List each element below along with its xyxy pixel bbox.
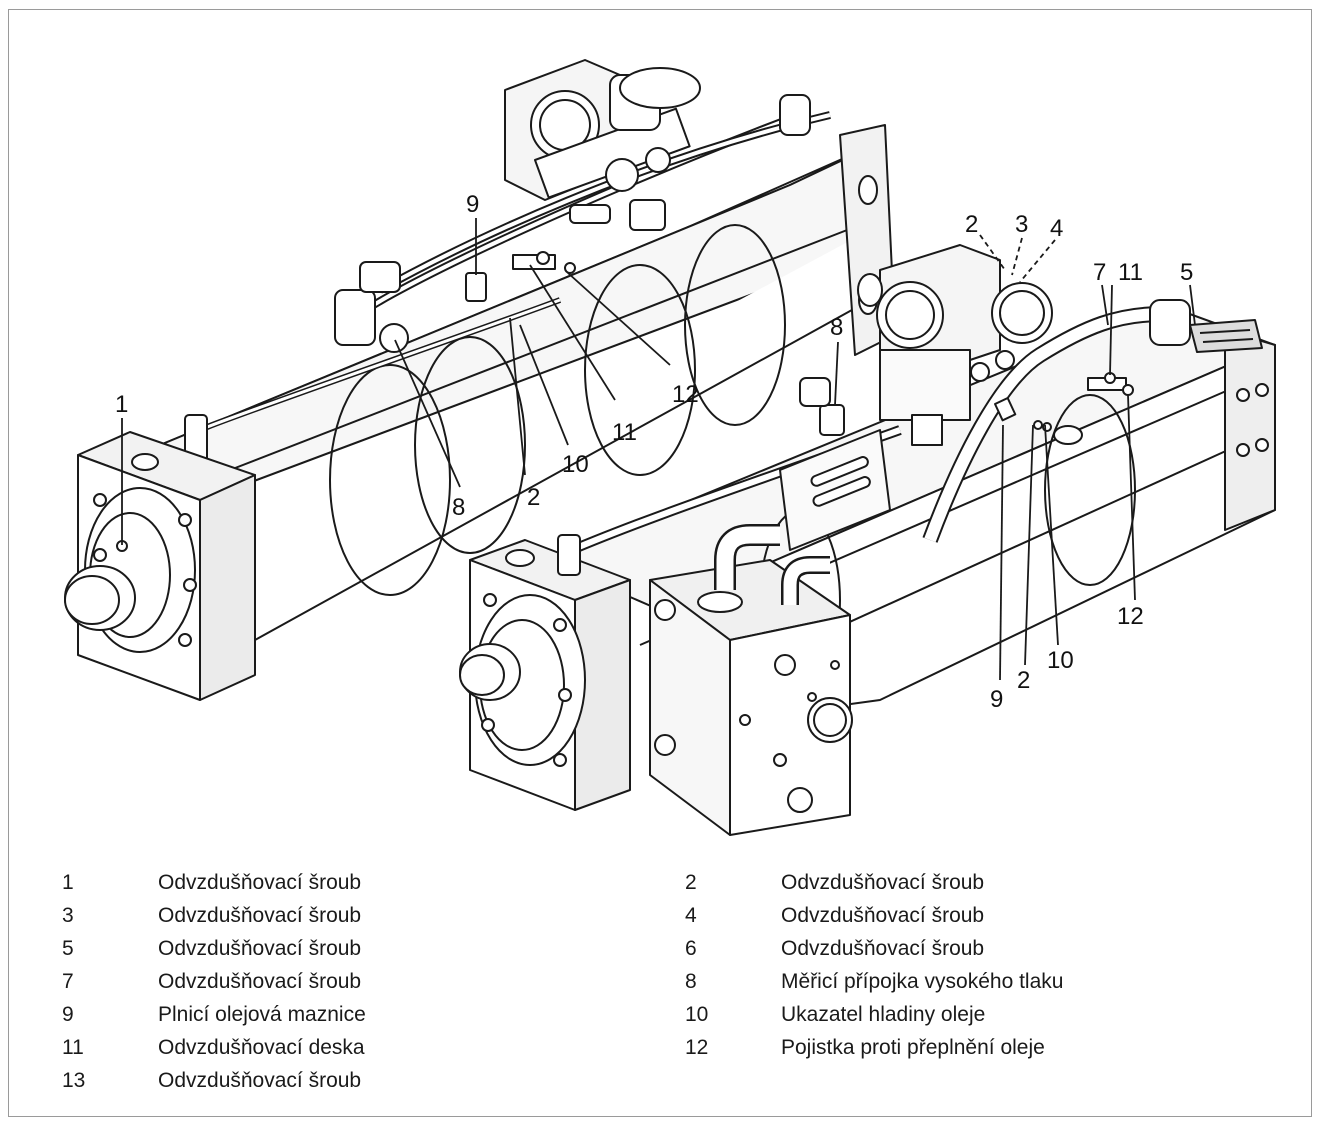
leader-lines	[121, 218, 1196, 681]
legend-item: 6 Odvzdušňovací šroub	[685, 932, 984, 965]
legend-item: 3 Odvzdušňovací šroub	[62, 899, 361, 932]
manifold-block	[649, 524, 853, 836]
legend-text: Odvzdušňovací šroub	[158, 937, 362, 960]
legend-item: 2 Odvzdušňovací šroub	[685, 866, 984, 899]
legend-item: 10 Ukazatel hladiny oleje	[685, 998, 985, 1031]
front-cylinder	[544, 244, 1276, 731]
legend-number: 7	[62, 970, 74, 993]
legend-text: Plnicí olejová maznice	[158, 1003, 366, 1026]
legend-number: 1	[62, 871, 74, 894]
legend-text: Odvzdušňovací deska	[158, 1036, 365, 1059]
back-cylinder	[159, 59, 896, 641]
legend-text: Pojistka proti přeplnění oleje	[781, 1036, 1045, 1059]
legend-text: Ukazatel hladiny oleje	[781, 1003, 986, 1026]
legend-item: 8 Měřicí přípojka vysokého tlaku	[685, 965, 1063, 998]
legend-number: 11	[62, 1036, 84, 1059]
legend-number: 8	[685, 970, 697, 993]
legend-item: 12 Pojistka proti přeplnění oleje	[685, 1031, 1045, 1064]
legend-item: 7 Odvzdušňovací šroub	[62, 965, 361, 998]
callout-2: 2	[1017, 667, 1030, 694]
callout-2: 2	[965, 211, 978, 238]
legend-text: Odvzdušňovací šroub	[781, 871, 985, 894]
legend-row: 5 Odvzdušňovací šroub 6 Odvzdušňovací šrou…	[52, 932, 1212, 965]
legend-item: 5 Odvzdušňovací šroub	[62, 932, 361, 965]
callout-4: 4	[1050, 215, 1063, 242]
legend-row: 3 Odvzdušňovací šroub 4 Odvzdušňovací šrou…	[52, 899, 1212, 932]
legend-row: 13 Odvzdušňovací šroub	[52, 1064, 1212, 1097]
legend-row: 7 Odvzdušňovací šroub 8 Měřicí přípojka vy…	[52, 965, 1212, 998]
legend-number: 3	[62, 904, 74, 927]
legend-item: 1 Odvzdušňovací šroub	[62, 866, 361, 899]
legend-text: Odvzdušňovací šroub	[781, 904, 985, 927]
callout-9: 9	[990, 686, 1003, 713]
legend-row: 9 Plnicí olejová maznice 10 Ukazatel hladi…	[52, 998, 1212, 1031]
legend-row: 11 Odvzdušňovací deska 12 Pojistka proti p…	[52, 1031, 1212, 1064]
cylinder-technical-drawing: 1 9 8 2 10 11 12 8 2 3 4 7 11 5 12 10 2 …	[64, 59, 1276, 836]
callout-12: 12	[672, 381, 699, 408]
legend-number: 4	[685, 904, 697, 927]
legend-text: Odvzdušňovací šroub	[158, 871, 362, 894]
legend-text: Odvzdušňovací šroub	[158, 1069, 362, 1092]
legend-number: 6	[685, 937, 697, 960]
legend-text: Měřicí přípojka vysokého tlaku	[781, 970, 1064, 993]
legend-item: 13 Odvzdušňovací šroub	[62, 1064, 361, 1097]
legend-number: 9	[62, 1003, 74, 1026]
legend-text: Odvzdušňovací šroub	[158, 904, 362, 927]
callout-7: 7	[1093, 259, 1106, 286]
callout-labels: 1 9 8 2 10 11 12 8 2 3 4 7 11 5 12 10 2 …	[115, 191, 1193, 713]
callout-3: 3	[1015, 211, 1028, 238]
legend-number: 5	[62, 937, 74, 960]
callout-10: 10	[1047, 647, 1074, 674]
legend-item: 9 Plnicí olejová maznice	[62, 998, 366, 1031]
callout-8: 8	[830, 314, 843, 341]
callout-12: 12	[1117, 603, 1144, 630]
legend-item: 4 Odvzdušňovací šroub	[685, 899, 984, 932]
legend-item: 11 Odvzdušňovací deska	[62, 1031, 365, 1064]
legend-row: 1 Odvzdušňovací šroub 2 Odvzdušňovací šrou…	[52, 866, 1212, 899]
legend-number: 12	[685, 1036, 709, 1059]
callout-11: 11	[1118, 259, 1143, 286]
figure-frame	[8, 9, 1312, 1117]
legend-number: 2	[685, 871, 697, 894]
callout-2: 2	[527, 484, 540, 511]
legend-text: Odvzdušňovací šroub	[781, 937, 985, 960]
callout-5: 5	[1180, 259, 1193, 286]
legend-number: 10	[685, 1003, 709, 1026]
back-cylinder-flange	[64, 431, 256, 701]
callout-8: 8	[452, 494, 465, 521]
front-cylinder-flange	[459, 534, 631, 811]
callout-9: 9	[466, 191, 479, 218]
legend-number: 13	[62, 1069, 86, 1092]
callout-11: 11	[612, 419, 637, 446]
legend-text: Odvzdušňovací šroub	[158, 970, 362, 993]
callout-1: 1	[115, 391, 128, 418]
callout-10: 10	[562, 451, 589, 478]
